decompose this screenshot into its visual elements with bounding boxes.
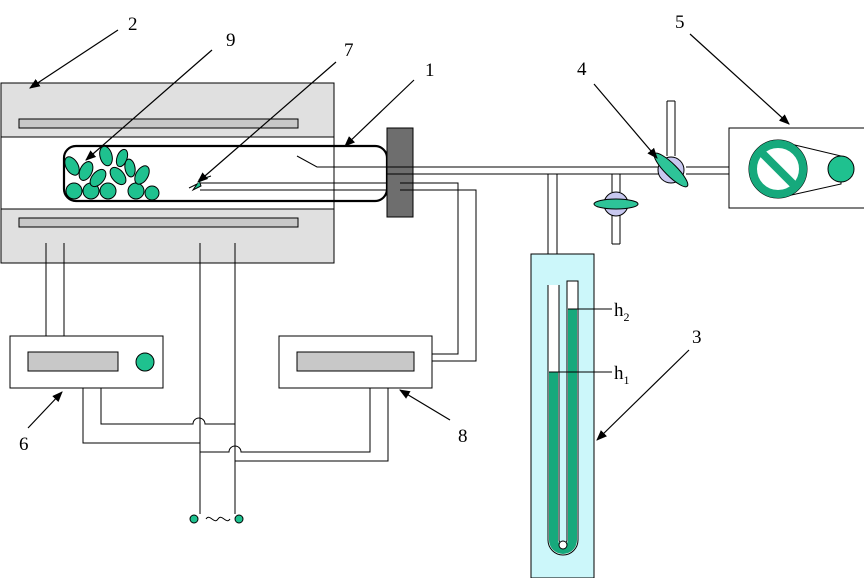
label-4: 4: [577, 59, 587, 80]
tube-flange: [386, 127, 414, 218]
label-9: 9: [226, 30, 236, 51]
vacuum-pump-icon: [748, 139, 808, 199]
lower-heater-element: [18, 217, 299, 228]
level-h1: h1: [614, 363, 630, 387]
label-2: 2: [128, 14, 138, 35]
meter-display: [296, 351, 415, 372]
power-controller: [9, 335, 164, 389]
callout-arrows: [27, 29, 790, 441]
label-3: 3: [692, 327, 702, 348]
stopcock-valve-icon[interactable]: [650, 149, 691, 190]
controller-knob[interactable]: [135, 352, 155, 372]
vacuum-pump: [728, 127, 864, 209]
label-1: 1: [425, 60, 435, 81]
label-7: 7: [344, 40, 354, 61]
thermocouple-icon: [188, 175, 400, 192]
upper-heater-element: [18, 118, 299, 129]
gas-lines: [296, 100, 729, 285]
power-plug-icon: [189, 514, 244, 524]
temperature-meter: [278, 335, 433, 389]
label-8: 8: [458, 426, 468, 447]
sample-pieces: [64, 145, 160, 201]
tube-furnace: [0, 82, 335, 264]
wiring: [45, 182, 477, 514]
u-tube-manometer: [530, 253, 612, 578]
stopcock-valve-icon[interactable]: [593, 191, 639, 217]
label-5: 5: [675, 12, 685, 33]
controller-display: [27, 351, 119, 372]
label-6: 6: [19, 434, 29, 455]
level-h2: h2: [614, 300, 630, 324]
